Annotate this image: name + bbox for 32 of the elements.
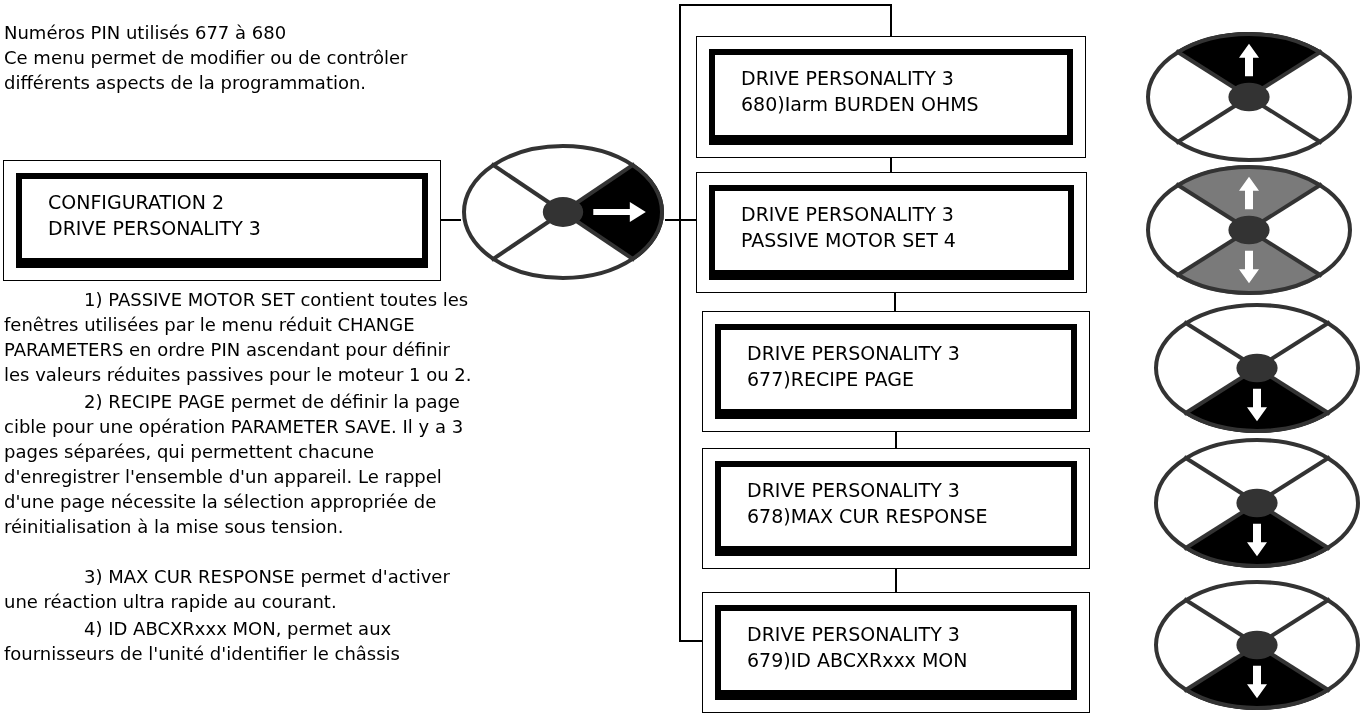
connector-line bbox=[894, 292, 896, 312]
display-panel bbox=[702, 448, 1090, 569]
connector-line bbox=[679, 4, 892, 642]
display-text: DRIVE PERSONALITY 3 bbox=[741, 202, 955, 227]
connector-line bbox=[890, 157, 892, 173]
display-text: 678)MAX CUR RESPONSE bbox=[747, 504, 989, 529]
connector-line bbox=[664, 219, 697, 221]
display-text: DRIVE PERSONALITY 3 bbox=[747, 622, 961, 647]
display-text: 677)RECIPE PAGE bbox=[747, 367, 915, 392]
display-panel bbox=[696, 36, 1086, 158]
display-panel bbox=[702, 311, 1090, 432]
description-text: Ce menu permet de modifier ou de contrôler différents aspects de la programmation. bbox=[4, 46, 409, 95]
display-text: DRIVE PERSONALITY 3 bbox=[747, 341, 961, 366]
display-text: DRIVE PERSONALITY 3 bbox=[741, 66, 955, 91]
display-panel bbox=[702, 592, 1090, 713]
paragraph: 3) MAX CUR RESPONSE permet d'activer une réaction ultra rapide au courant. bbox=[4, 565, 451, 614]
paragraph: 4) ID ABCXRxxx MON, permet aux fournisseurs de l'unité d'identifier le châssis bbox=[4, 617, 401, 666]
connector-line bbox=[895, 568, 897, 593]
keypad-icon bbox=[459, 141, 667, 283]
connector-line bbox=[440, 219, 462, 221]
connector-line bbox=[895, 431, 897, 449]
display-panel bbox=[3, 160, 441, 281]
display-text: 679)ID ABCXRxxx MON bbox=[747, 648, 969, 673]
display-text: PASSIVE MOTOR SET 4 bbox=[741, 228, 957, 253]
display-panel bbox=[696, 172, 1087, 293]
display-text: DRIVE PERSONALITY 3 bbox=[48, 216, 262, 241]
display-text: 680)Iarm BURDEN OHMS bbox=[741, 92, 980, 117]
pin-range-text: Numéros PIN utilisés 677 à 680 bbox=[4, 21, 288, 45]
display-text: CONFIGURATION 2 bbox=[48, 190, 226, 215]
paragraph: 1) PASSIVE MOTOR SET contient toutes les fenêtres utilisées par le menu réduit CHANGE PARAMETERS en ordre PIN ascendant pour définir les valeurs réduites passives pour le moteur 1 ou 2. bbox=[4, 288, 473, 387]
display-text: DRIVE PERSONALITY 3 bbox=[747, 478, 961, 503]
paragraph: 2) RECIPE PAGE permet de définir la page cible pour une opération PARAMETER SAVE. Il y a 3 pages séparées, qui permettent chacune d'enregistrer l'ensemble d'un appareil. Le rappel d'une page nécessite la sélection appropriée de réinitialisation à la mise sous tension. bbox=[4, 390, 465, 539]
